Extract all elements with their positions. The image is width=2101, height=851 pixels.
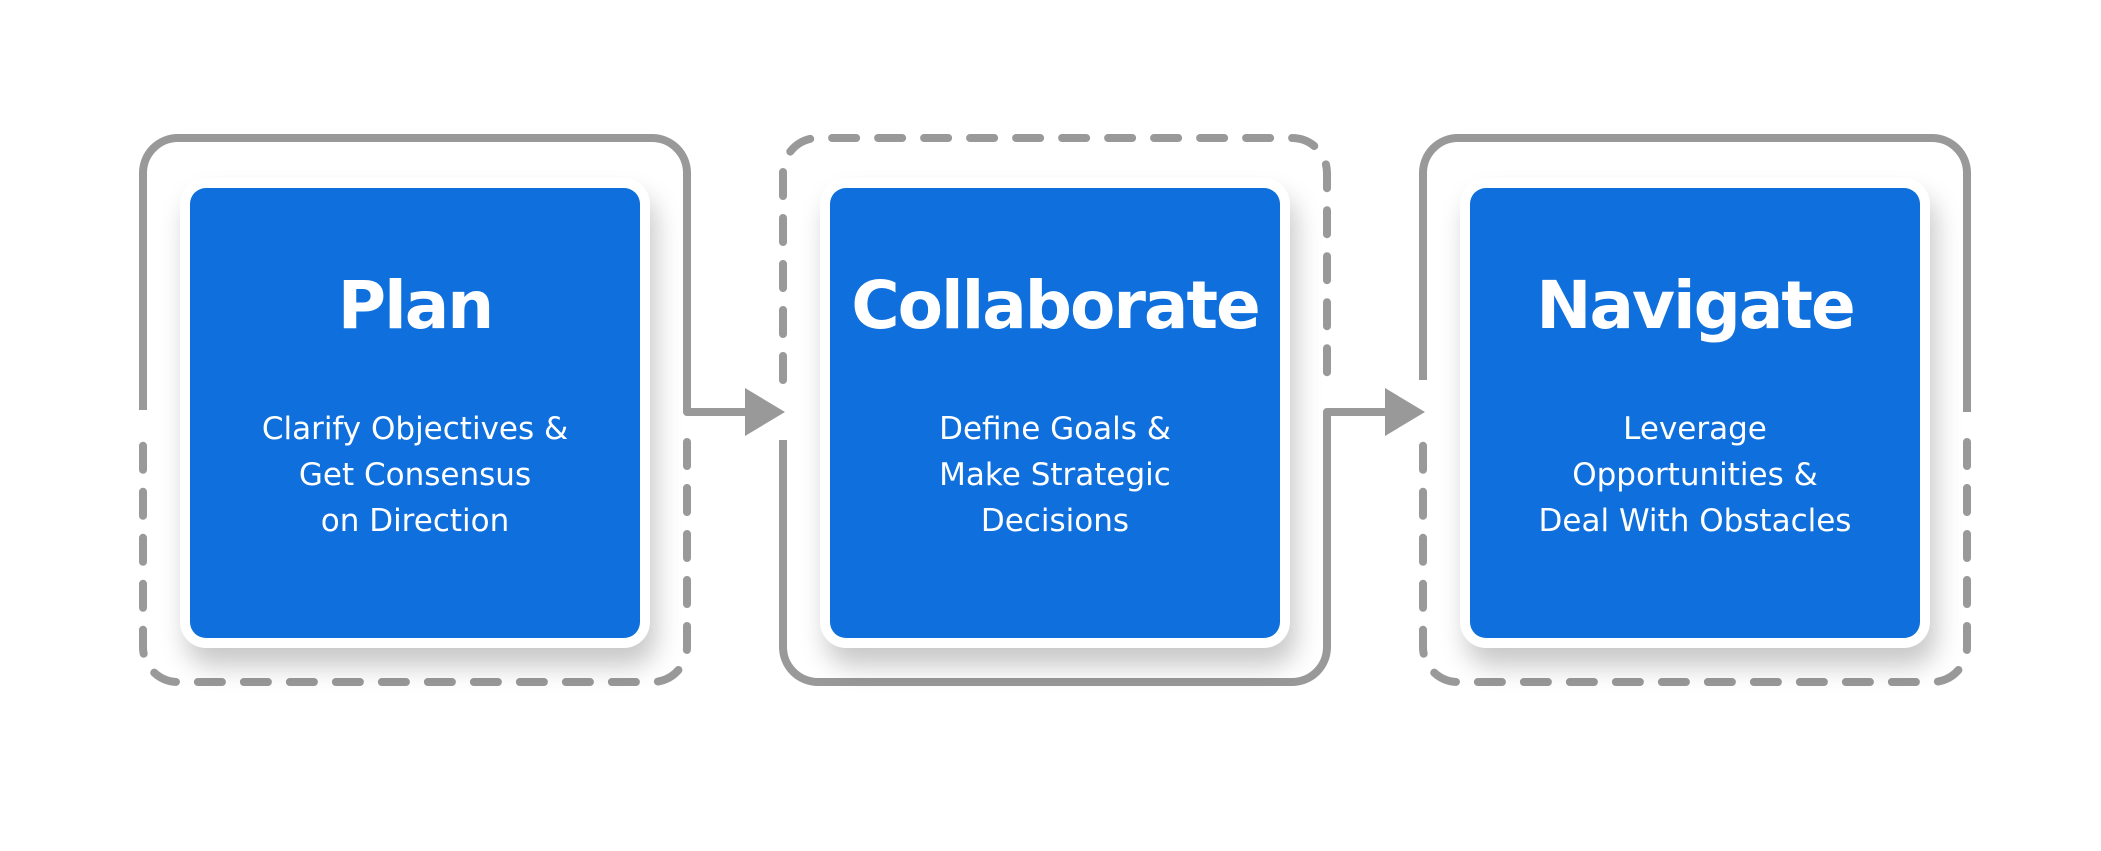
description-line: Get Consensus [298, 457, 532, 493]
step-box-navigate: Navigate Leverage Opportunities & Deal W… [1470, 188, 1920, 638]
description-line: Decisions [980, 503, 1130, 539]
frame-collaborate-solid [779, 408, 1390, 686]
step-title: Plan [337, 267, 495, 344]
description-line: Opportunities & [1572, 457, 1818, 493]
description-line: Clarify Objectives & [261, 411, 569, 447]
description-line: on Direction [320, 503, 510, 539]
step-box-plan: Plan Clarify Objectives & Get Consensus … [190, 188, 640, 638]
frame-plan-solid [139, 134, 750, 416]
description-line: Define Goals & [939, 411, 1171, 447]
step-box-collaborate: Collaborate Define Goals & Make Strategi… [830, 188, 1280, 638]
description-line: Deal With Obstacles [1538, 503, 1852, 539]
step-title: Navigate [1536, 267, 1856, 344]
step-card-collaborate: Collaborate Define Goals & Make Strategi… [820, 178, 1290, 648]
step-card-navigate: Navigate Leverage Opportunities & Deal W… [1460, 178, 1930, 648]
arrowhead-collaborate-to-navigate [1385, 388, 1425, 436]
step-title: Collaborate [851, 267, 1261, 344]
step-description: Clarify Objectives & Get Consensus on Di… [190, 406, 640, 544]
step-card-plan: Plan Clarify Objectives & Get Consensus … [180, 178, 650, 648]
arrowhead-plan-to-collaborate [745, 388, 785, 436]
description-line: Make Strategic [939, 457, 1171, 493]
step-description: Leverage Opportunities & Deal With Obsta… [1470, 406, 1920, 544]
description-line: Leverage [1623, 411, 1767, 447]
step-description: Define Goals & Make Strategic Decisions [830, 406, 1280, 544]
frame-navigate-solid [1419, 134, 1971, 412]
